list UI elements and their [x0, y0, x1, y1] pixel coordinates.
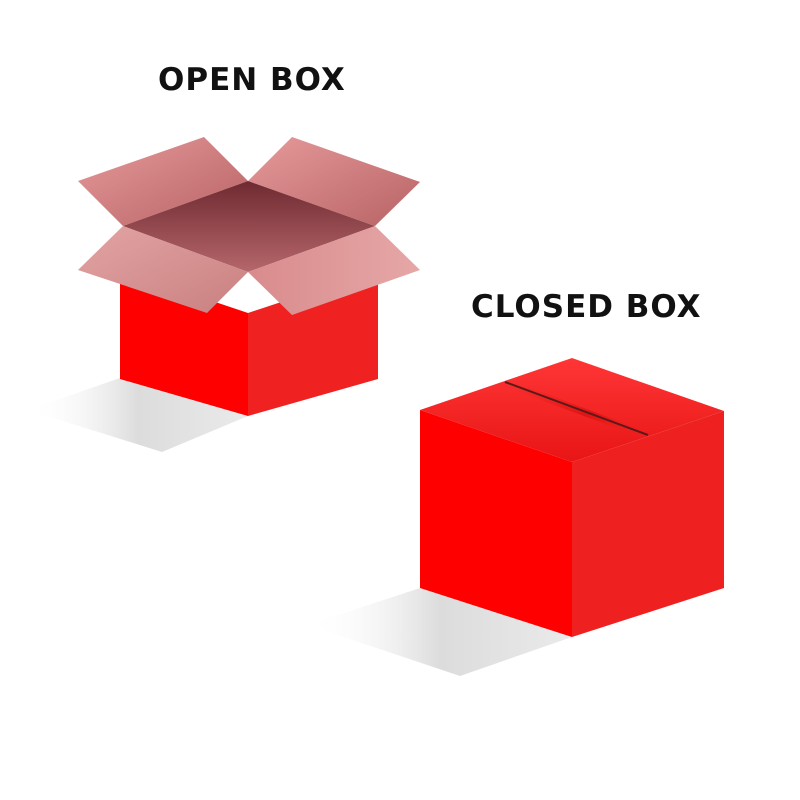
- open-box-back-left-flap: [78, 137, 248, 226]
- closed-box-tape-seam: [504, 381, 649, 436]
- closed-box-shadow: [308, 588, 572, 676]
- open-box-shadow: [28, 378, 248, 452]
- open-box-front-right-flap: [248, 226, 420, 315]
- closed-box-label: CLOSED BOX: [471, 289, 702, 325]
- closed-box-right-face: [572, 411, 724, 637]
- open-box-left-side: [120, 270, 248, 416]
- open-box: [28, 137, 420, 452]
- closed-box: [308, 358, 724, 676]
- open-box-right-side: [248, 270, 378, 416]
- open-box-back-right-flap: [248, 137, 420, 226]
- open-box-interior: [123, 181, 375, 272]
- open-box-label: OPEN BOX: [158, 62, 346, 98]
- closed-box-front-face: [420, 410, 572, 637]
- open-box-front-left-flap: [78, 226, 248, 313]
